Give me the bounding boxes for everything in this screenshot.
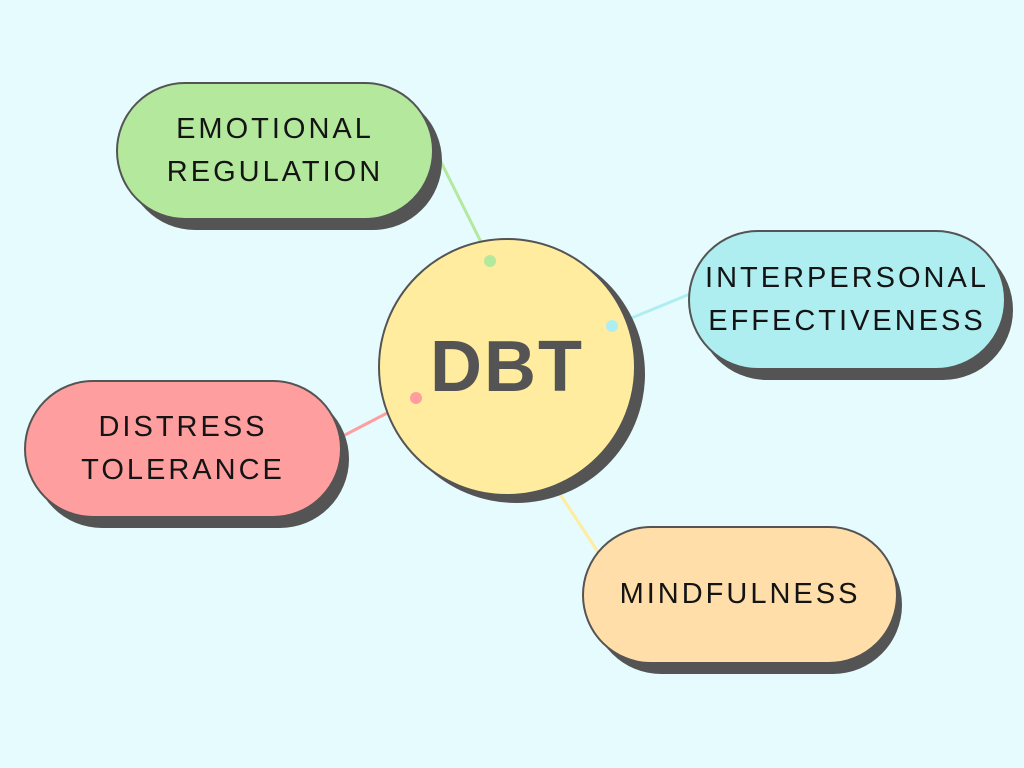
node-mindfulness: MINDFULNESS (582, 526, 898, 664)
node-label-line: EFFECTIVENESS (708, 305, 986, 337)
node-label-line: REGULATION (166, 156, 384, 188)
node-label-line: DISTRESS (98, 410, 268, 443)
node-label-line: INTERPERSONAL (705, 261, 989, 294)
node-distress-tolerance: DISTRESS TOLERANCE (24, 380, 342, 518)
connector-mindfulness (554, 487, 600, 553)
node-emotional-regulation: EMOTIONAL REGULATION (116, 82, 434, 220)
node-label-line: MINDFULNESS (619, 578, 861, 611)
node-label-line: EMOTIONAL (176, 112, 374, 145)
center-label: DBT (430, 327, 584, 407)
node-interpersonal-effectiveness: INTERPERSONAL EFFECTIVENESS (688, 230, 1006, 370)
center-circle: DBT (378, 238, 636, 496)
node-label-line: TOLERANCE (81, 454, 285, 486)
